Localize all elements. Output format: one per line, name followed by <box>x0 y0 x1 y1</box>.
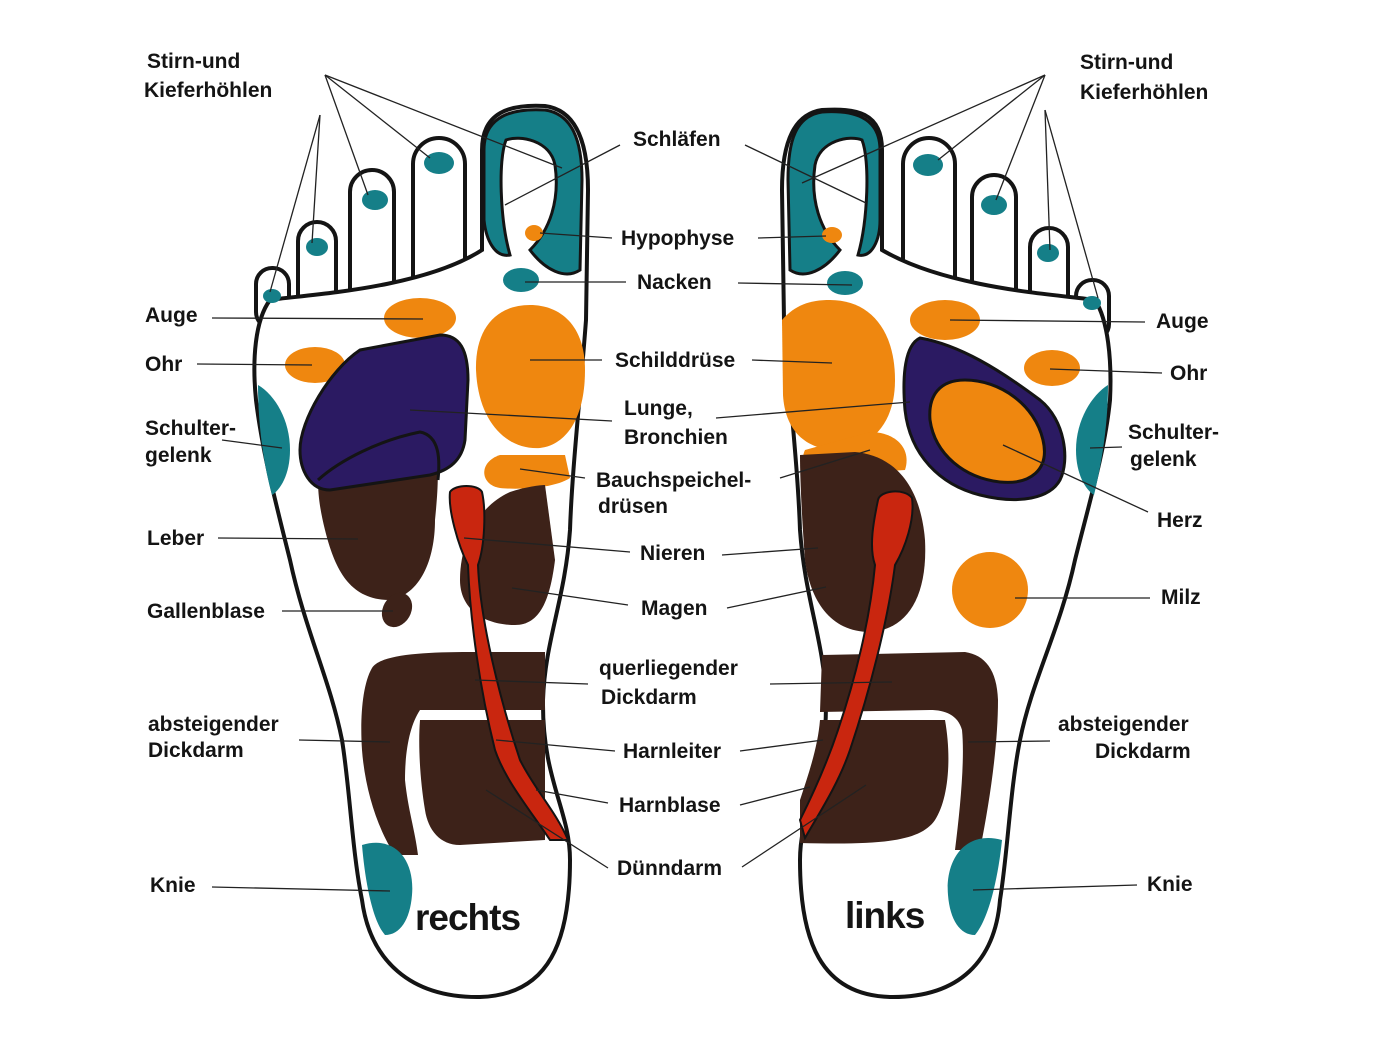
label-stirn-left-1: Stirn-und <box>147 50 240 73</box>
label-quer-2: Dickdarm <box>601 686 697 709</box>
left-harnleiter <box>798 490 914 841</box>
label-ohr-left: Ohr <box>145 353 182 376</box>
label-herz: Herz <box>1157 509 1203 532</box>
label-nieren: Nieren <box>640 542 705 565</box>
right-lunge-liver-border <box>316 430 441 482</box>
right-ohr <box>285 347 345 383</box>
left-column-labels: Stirn-und Kieferhöhlen Auge Ohr Schulter… <box>144 50 279 897</box>
right-sinus-dot-4 <box>424 152 454 174</box>
left-sinus-dot-3 <box>981 195 1007 215</box>
label-schilddruese: Schilddrüse <box>615 349 735 372</box>
label-schulter-left-1: Schulter- <box>145 417 236 440</box>
label-stirn-left-2: Kieferhöhlen <box>144 79 272 102</box>
right-sinus-dot-2 <box>306 238 328 256</box>
right-schilddruese <box>475 305 585 449</box>
label-knie-left: Knie <box>150 874 196 897</box>
label-bauch-1: Bauchspeichel- <box>596 469 751 492</box>
label-gallenblase: Gallenblase <box>147 600 265 623</box>
right-auge <box>384 298 456 338</box>
right-sinus-dot-1 <box>263 289 281 303</box>
label-absteigend-right-2: Dickdarm <box>1095 740 1191 763</box>
right-harnleiter <box>448 485 570 841</box>
right-column-labels: Stirn-und Kieferhöhlen Auge Ohr Schulter… <box>1058 51 1219 896</box>
label-absteigend-left-1: absteigender <box>148 713 279 736</box>
left-ohr <box>1024 350 1080 386</box>
left-sinus-dot-4 <box>913 154 943 176</box>
label-schlaefen: Schläfen <box>633 128 721 151</box>
center-column-labels: Schläfen Hypophyse Nacken Schilddrüse Lu… <box>596 128 751 880</box>
left-big-toe-zone <box>786 110 882 276</box>
left-herz <box>928 378 1046 484</box>
label-leber: Leber <box>147 527 204 550</box>
label-harnleiter: Harnleiter <box>623 740 721 763</box>
label-knie-right: Knie <box>1147 873 1193 896</box>
right-bauchspeicheldruese <box>484 455 570 489</box>
right-sinus-dot-3 <box>362 190 388 210</box>
label-schulter-right-1: Schulter- <box>1128 421 1219 444</box>
label-schulter-right-2: gelenk <box>1130 448 1197 471</box>
left-milz <box>952 552 1028 628</box>
label-absteigend-left-2: Dickdarm <box>148 739 244 762</box>
label-harnblase: Harnblase <box>619 794 721 817</box>
label-milz: Milz <box>1161 586 1201 609</box>
left-sinus-dot-1 <box>1083 296 1101 310</box>
right-schultergelenk <box>258 385 290 495</box>
label-stirn-right-2: Kieferhöhlen <box>1080 81 1208 104</box>
label-ohr-right: Ohr <box>1170 362 1207 385</box>
label-hypophyse: Hypophyse <box>621 227 734 250</box>
left-foot: links <box>779 107 1113 1000</box>
right-hypophyse <box>525 225 543 241</box>
label-magen: Magen <box>641 597 708 620</box>
label-stirn-right-1: Stirn-und <box>1080 51 1173 74</box>
label-lunge-2: Bronchien <box>624 426 728 449</box>
left-schilddruese <box>782 300 895 450</box>
left-hypophyse <box>822 227 842 243</box>
right-big-toe-zone <box>482 108 584 276</box>
right-foot: rechts <box>252 103 591 1000</box>
label-lunge-1: Lunge, <box>624 397 693 420</box>
left-nacken <box>827 271 863 295</box>
label-absteigend-right-1: absteigender <box>1058 713 1189 736</box>
label-duenndarm: Dünndarm <box>617 857 722 880</box>
left-knie <box>947 838 1002 935</box>
label-quer-1: querliegender <box>599 657 738 680</box>
right-lunge <box>298 333 470 492</box>
right-knie <box>362 842 413 935</box>
label-auge-right: Auge <box>1156 310 1209 333</box>
right-nacken <box>503 268 539 292</box>
label-schulter-left-2: gelenk <box>145 444 212 467</box>
right-foot-label: rechts <box>415 897 520 938</box>
left-sinus-dot-2 <box>1037 244 1059 262</box>
label-auge-left: Auge <box>145 304 198 327</box>
label-bauch-2: drüsen <box>598 495 668 518</box>
left-foot-label: links <box>845 895 925 936</box>
right-gallenblase <box>381 592 413 628</box>
left-auge <box>910 300 980 340</box>
label-nacken: Nacken <box>637 271 712 294</box>
leader-lines <box>196 74 1163 892</box>
left-schultergelenk <box>1076 385 1108 495</box>
